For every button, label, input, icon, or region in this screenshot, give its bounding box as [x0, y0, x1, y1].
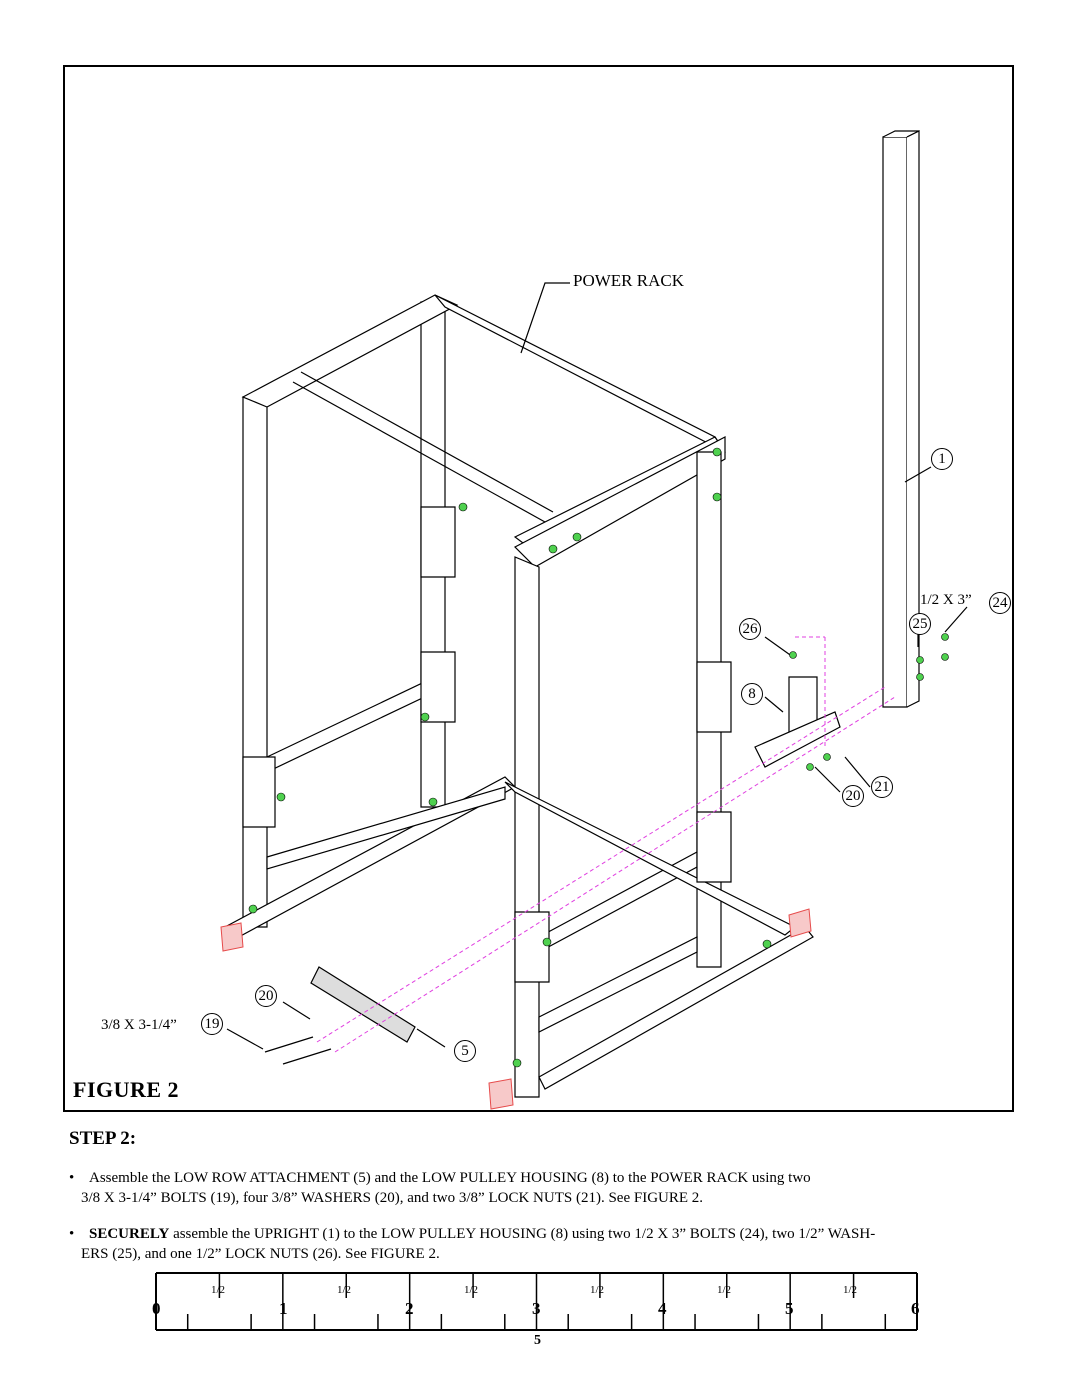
instruction-2-line2: ERS (25), and one 1/2” LOCK NUTS (26). S…: [81, 1246, 440, 1262]
figure-title: FIGURE 2: [73, 1077, 180, 1102]
ruler-half-label: 1/2: [464, 1284, 479, 1296]
callout-5: 5: [454, 1040, 476, 1062]
callout-8: 8: [741, 683, 763, 705]
ruler-number-3: 3: [532, 1299, 541, 1318]
ruler-number-5: 5: [785, 1299, 794, 1318]
ruler-half-label: 1/2: [717, 1284, 732, 1296]
ruler-half-label: 1/2: [843, 1284, 858, 1296]
instruction-2-emphasis: SECURELY: [89, 1226, 170, 1242]
callout-1: 1: [931, 448, 953, 470]
bolt-label-half-by-three: 1/2 X 3”: [920, 592, 972, 608]
instruction-2: • SECURELY assemble the UPRIGHT (1) to t…: [69, 1224, 1019, 1264]
ruler-half-label: 1/2: [211, 1284, 226, 1296]
ruler-number-4: 4: [658, 1299, 667, 1318]
power-rack-illustration: [220, 130, 968, 1110]
power-rack-label: POWER RACK: [573, 271, 684, 290]
instruction-1: • Assemble the LOW ROW ATTACHMENT (5) an…: [69, 1168, 1019, 1208]
callout-21: 21: [871, 776, 893, 798]
callout-25: 25: [909, 613, 931, 635]
callout-20-right: 20: [842, 785, 864, 807]
callout-24: 24: [989, 592, 1011, 614]
instruction-1-line2: 3/8 X 3-1/4” BOLTS (19), four 3/8” WASHE…: [81, 1190, 704, 1206]
ruler-number-2: 2: [405, 1299, 414, 1318]
instruction-1-line1: Assemble the LOW ROW ATTACHMENT (5) and …: [89, 1170, 811, 1186]
callout-19: 19: [201, 1013, 223, 1035]
callout-26: 26: [739, 618, 761, 640]
ruler-half-label: 1/2: [337, 1284, 352, 1296]
instruction-2-line1: assemble the UPRIGHT (1) to the LOW PULL…: [169, 1226, 876, 1242]
ruler-number-6: 6: [911, 1299, 920, 1318]
inch-ruler: [155, 1272, 918, 1331]
callout-20-left: 20: [255, 985, 277, 1007]
step-heading: STEP 2:: [69, 1128, 137, 1149]
bolt-label-three-eighths: 3/8 X 3-1/4”: [101, 1017, 177, 1033]
ruler-half-label: 1/2: [590, 1284, 605, 1296]
ruler-number-0: 0: [152, 1299, 161, 1318]
bullet-dot: •: [69, 1170, 75, 1186]
bullet-dot: •: [69, 1226, 75, 1242]
page-number: 5: [534, 1333, 541, 1348]
figure-frame: POWER RACK 1 1/2 X 3” 24 25 26 8 21 20 2…: [63, 65, 1014, 1112]
ruler-number-1: 1: [279, 1299, 288, 1318]
